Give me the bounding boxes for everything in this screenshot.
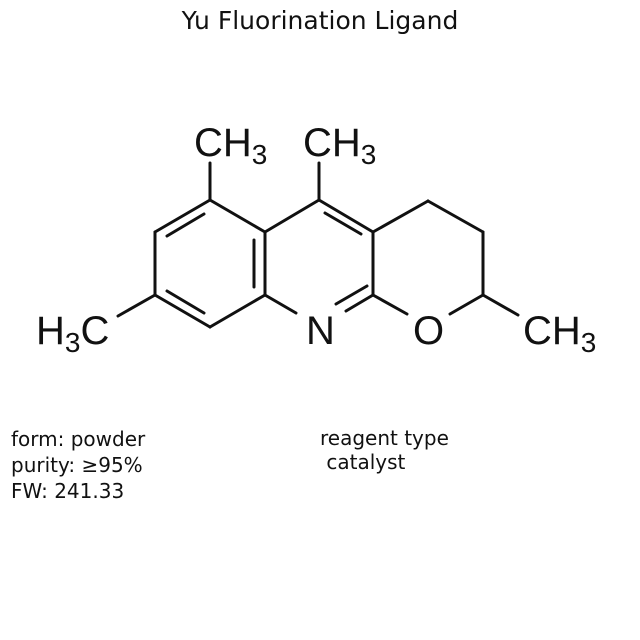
form-property: form: powder — [11, 427, 146, 451]
methyl-label-left: H3C — [36, 309, 109, 358]
formula-weight-property: FW: 241.33 — [11, 479, 125, 503]
bonds — [116, 161, 520, 329]
page-title: Yu Fluorination Ligand — [181, 6, 459, 35]
oxygen-label: O — [413, 309, 444, 353]
methyl-label-right: CH3 — [523, 309, 596, 358]
methyl-label-top-left: CH3 — [194, 121, 267, 170]
reagent-type-label: reagent type — [320, 426, 449, 450]
properties-block: form: powder purity: ≥95% FW: 241.33 — [11, 426, 145, 504]
purity-property: purity: ≥95% — [11, 453, 143, 477]
nitrogen-label: N — [306, 309, 335, 353]
reagent-type-block: reagent type catalyst — [320, 426, 449, 474]
reagent-type-value: catalyst — [320, 450, 406, 474]
methyl-label-top-right: CH3 — [303, 121, 376, 170]
